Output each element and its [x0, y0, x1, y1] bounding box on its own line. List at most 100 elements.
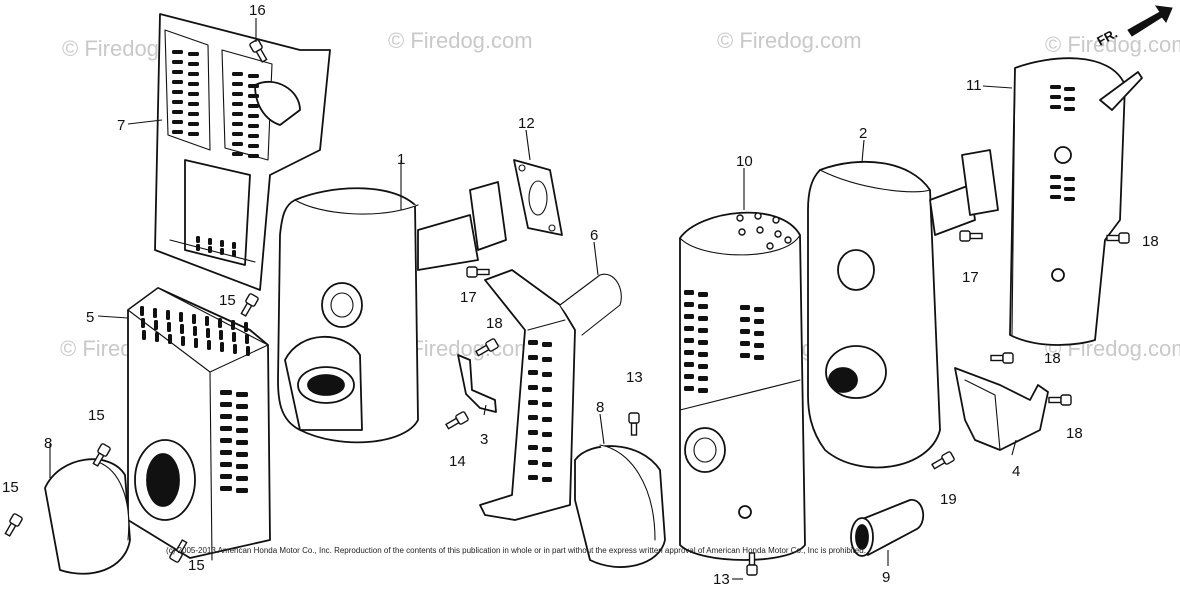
callouts: 16 7 12 10 2 11 1 6 18 17 17 5 15 18 13 … — [2, 2, 1159, 588]
muffler-protector-right — [1009, 57, 1143, 346]
vent-hole — [784, 236, 792, 244]
vent-slot — [698, 292, 708, 297]
vent-slot — [193, 326, 197, 336]
bolt-icon — [466, 266, 490, 278]
vent-slot — [698, 328, 708, 333]
vent-slot — [188, 132, 199, 136]
bolt-icon — [959, 230, 983, 242]
bolt-icon — [746, 552, 758, 576]
bolt-layer — [4, 39, 1130, 576]
vent-slot — [188, 82, 199, 86]
vent-hole — [774, 230, 782, 238]
vent-slot — [236, 464, 248, 469]
vent-slot — [172, 50, 183, 54]
vent-hole — [738, 228, 746, 236]
bolt-icon — [931, 451, 955, 470]
vent-slot — [188, 72, 199, 76]
vent-slot — [220, 486, 232, 491]
bolt-icon — [4, 513, 23, 537]
vent-slot — [194, 338, 198, 348]
vent-slot — [528, 430, 538, 435]
vent-slot — [232, 92, 243, 96]
vent-slot — [684, 350, 694, 355]
vent-slot — [232, 332, 236, 342]
vent-slot — [754, 343, 764, 348]
vent-slot — [740, 353, 750, 358]
vent-hole — [756, 226, 764, 234]
vent-slot — [142, 330, 146, 340]
callout-5: 5 — [86, 309, 94, 326]
vent-slot — [1064, 177, 1075, 181]
vent-slot — [172, 120, 183, 124]
vent-slot — [205, 316, 209, 326]
vent-slot — [248, 134, 259, 138]
vent-slot — [196, 236, 200, 243]
vent-slots — [140, 50, 1075, 493]
vent-slot — [528, 340, 538, 345]
bolt-icon — [1106, 232, 1130, 244]
bolt-icon — [445, 411, 469, 430]
muffler-protector-front — [127, 287, 271, 561]
vent-slot — [1050, 85, 1061, 89]
vent-slot — [232, 72, 243, 76]
vent-slot — [232, 250, 236, 257]
vent-slot — [232, 102, 243, 106]
callout-2: 2 — [859, 125, 867, 142]
vent-slot — [236, 488, 248, 493]
vent-slot — [179, 312, 183, 322]
vent-slot — [172, 110, 183, 114]
vent-slot — [196, 244, 200, 251]
vent-slot — [172, 60, 183, 64]
callout-18: 18 — [1142, 233, 1159, 250]
vent-slot — [172, 130, 183, 134]
callout-15: 15 — [219, 292, 236, 309]
vent-slot — [528, 400, 538, 405]
vent-slot — [232, 152, 243, 156]
vent-slot — [180, 324, 184, 334]
callout-18: 18 — [486, 315, 503, 332]
vent-slot — [188, 92, 199, 96]
vent-slot — [542, 432, 552, 437]
callout-6: 6 — [590, 227, 598, 244]
vent-slot — [141, 318, 145, 328]
vent-slot — [172, 80, 183, 84]
vent-slot — [245, 334, 249, 344]
callout-11: 11 — [966, 77, 982, 94]
vent-slot — [754, 355, 764, 360]
vent-slot — [220, 474, 232, 479]
vent-slot — [220, 342, 224, 352]
vent-slot — [208, 238, 212, 245]
muffler-bracket-right — [954, 367, 1049, 451]
bolt-icon — [1048, 394, 1072, 406]
bolt-icon — [92, 443, 111, 467]
vent-slot — [220, 390, 232, 395]
vent-slot — [754, 319, 764, 324]
vent-slot — [236, 440, 248, 445]
callout-10: 10 — [736, 153, 753, 170]
vent-slot — [236, 428, 248, 433]
vent-slot — [232, 112, 243, 116]
vent-slot — [220, 450, 232, 455]
vent-slot — [1064, 87, 1075, 91]
vent-slot — [1064, 187, 1075, 191]
vent-slot — [208, 246, 212, 253]
vent-slot — [698, 388, 708, 393]
vent-slot — [754, 331, 764, 336]
bolt-icon — [249, 39, 268, 63]
vent-slot — [188, 52, 199, 56]
vent-slot — [684, 374, 694, 379]
vent-slot — [542, 462, 552, 467]
vent-slot — [188, 62, 199, 66]
vent-slot — [244, 322, 248, 332]
copyright-notice: (c) 2005-2013 American Honda Motor Co., … — [166, 546, 866, 555]
vent-slot — [1050, 195, 1061, 199]
vent-slot — [542, 387, 552, 392]
callout-13: 13 — [713, 571, 730, 588]
callout-1: 1 — [397, 151, 405, 168]
vent-slot — [1064, 197, 1075, 201]
vent-slot — [542, 417, 552, 422]
vent-slot — [236, 452, 248, 457]
vent-slot — [236, 392, 248, 397]
vent-hole — [766, 242, 774, 250]
